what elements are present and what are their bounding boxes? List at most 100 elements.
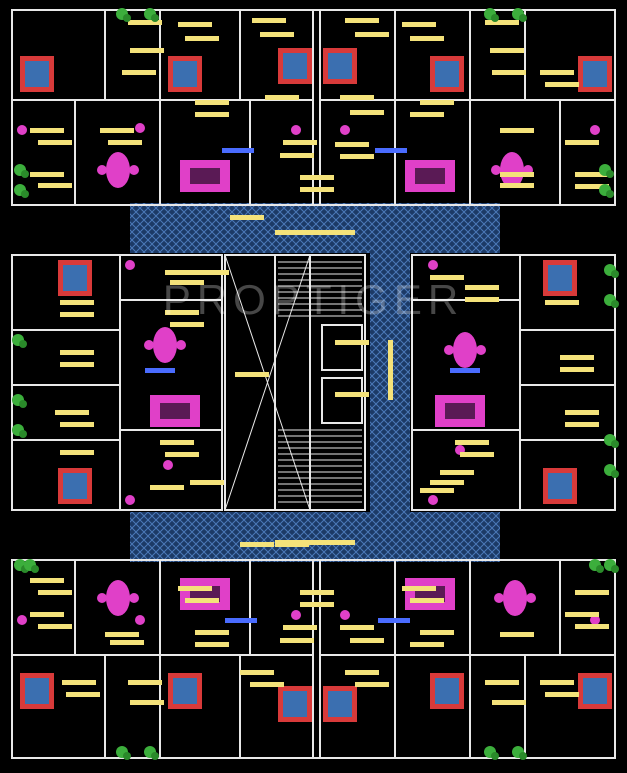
room-label-109 bbox=[545, 692, 579, 697]
room-label-68 bbox=[560, 367, 594, 372]
fixture-5 bbox=[125, 260, 135, 270]
room-label-94 bbox=[280, 638, 314, 643]
room-label-48 bbox=[60, 422, 94, 427]
fixture-13 bbox=[590, 615, 600, 625]
room-label-75 bbox=[420, 488, 454, 493]
room-label-9 bbox=[178, 22, 212, 27]
room-label-53 bbox=[165, 452, 199, 457]
room-label-83 bbox=[62, 680, 96, 685]
room-label-46 bbox=[60, 362, 94, 367]
dining-table-2 bbox=[153, 327, 177, 363]
room-label-81 bbox=[105, 632, 139, 637]
fixture-14 bbox=[163, 460, 173, 470]
room-label-99 bbox=[340, 625, 374, 630]
dining-chair-0 bbox=[97, 165, 107, 175]
room-label-43 bbox=[165, 270, 199, 275]
room-label-24 bbox=[335, 142, 369, 147]
room-label-65 bbox=[465, 297, 499, 302]
room-label-18 bbox=[300, 175, 334, 180]
window-1 bbox=[375, 148, 407, 153]
room-label-97 bbox=[345, 670, 379, 675]
room-label-64 bbox=[465, 285, 499, 290]
fixture-1 bbox=[135, 123, 145, 133]
bed-sheet-2 bbox=[283, 53, 307, 79]
room-label-105 bbox=[485, 680, 519, 685]
bed-sheet-6 bbox=[63, 265, 87, 291]
dining-chair-0 bbox=[129, 165, 139, 175]
room-label-35 bbox=[545, 82, 579, 87]
fixture-9 bbox=[17, 615, 27, 625]
fixture-2 bbox=[291, 125, 301, 135]
dining-chair-4 bbox=[129, 593, 139, 603]
room-label-103 bbox=[420, 630, 454, 635]
room-label-86 bbox=[130, 700, 164, 705]
room-label-32 bbox=[492, 70, 526, 75]
room-label-74 bbox=[460, 452, 494, 457]
room-label-108 bbox=[540, 680, 574, 685]
room-label-30 bbox=[485, 20, 519, 25]
bed-sheet-7 bbox=[63, 473, 87, 499]
plant-leaf-11 bbox=[611, 270, 619, 278]
room-label-67 bbox=[560, 355, 594, 360]
corridor-top bbox=[130, 203, 500, 253]
room-label-39 bbox=[500, 183, 534, 188]
room-label-90 bbox=[195, 642, 229, 647]
dining-chair-2 bbox=[176, 340, 186, 350]
room-label-36 bbox=[565, 140, 599, 145]
room-label-82 bbox=[110, 640, 144, 645]
room-label-95 bbox=[300, 590, 334, 595]
plant-leaf-6 bbox=[606, 170, 614, 178]
room-label-47 bbox=[55, 410, 89, 415]
room-label-84 bbox=[66, 692, 100, 697]
bed-sheet-1 bbox=[173, 61, 197, 87]
plant-leaf-0 bbox=[123, 14, 131, 22]
room-label-6 bbox=[128, 20, 162, 25]
fixture-7 bbox=[125, 495, 135, 505]
room-label-25 bbox=[340, 154, 374, 159]
room-label-15 bbox=[265, 95, 299, 100]
room-label-7 bbox=[130, 48, 164, 53]
plant-leaf-16 bbox=[31, 565, 39, 573]
room-label-102 bbox=[410, 598, 444, 603]
plant-leaf-7 bbox=[606, 190, 614, 198]
room-label-27 bbox=[410, 36, 444, 41]
staircase bbox=[274, 254, 366, 511]
room-label-31 bbox=[490, 48, 524, 53]
corridor-label-bottom bbox=[275, 540, 355, 545]
bed-sheet-9 bbox=[548, 473, 572, 499]
fixture-0 bbox=[17, 125, 27, 135]
room-label-20 bbox=[345, 18, 379, 23]
fixture-12 bbox=[340, 610, 350, 620]
dining-table-5 bbox=[503, 580, 527, 616]
room-label-3 bbox=[38, 183, 72, 188]
room-label-2 bbox=[30, 172, 64, 177]
room-label-66 bbox=[545, 300, 579, 305]
window-3 bbox=[450, 368, 480, 373]
window-5 bbox=[378, 618, 410, 623]
room-label-80 bbox=[38, 624, 72, 629]
room-label-29 bbox=[410, 112, 444, 117]
room-label-98 bbox=[355, 682, 389, 687]
coffee-table-2 bbox=[160, 403, 190, 419]
room-label-41 bbox=[60, 300, 94, 305]
plant-leaf-20 bbox=[151, 752, 159, 760]
plant-leaf-18 bbox=[611, 565, 619, 573]
room-label-4 bbox=[100, 128, 134, 133]
window-0 bbox=[222, 148, 254, 153]
plant-leaf-12 bbox=[611, 300, 619, 308]
room-label-26 bbox=[402, 22, 436, 27]
core-room-b bbox=[321, 377, 363, 424]
plant-leaf-22 bbox=[519, 752, 527, 760]
room-label-37 bbox=[575, 172, 609, 177]
fixture-6 bbox=[428, 260, 438, 270]
room-label-78 bbox=[38, 590, 72, 595]
room-label-55 bbox=[190, 480, 224, 485]
room-label-60 bbox=[230, 215, 264, 220]
room-label-34 bbox=[540, 70, 574, 75]
dining-chair-4 bbox=[97, 593, 107, 603]
fixture-11 bbox=[291, 610, 301, 620]
room-label-56 bbox=[195, 270, 229, 275]
plant-leaf-9 bbox=[19, 400, 27, 408]
room-label-49 bbox=[60, 450, 94, 455]
